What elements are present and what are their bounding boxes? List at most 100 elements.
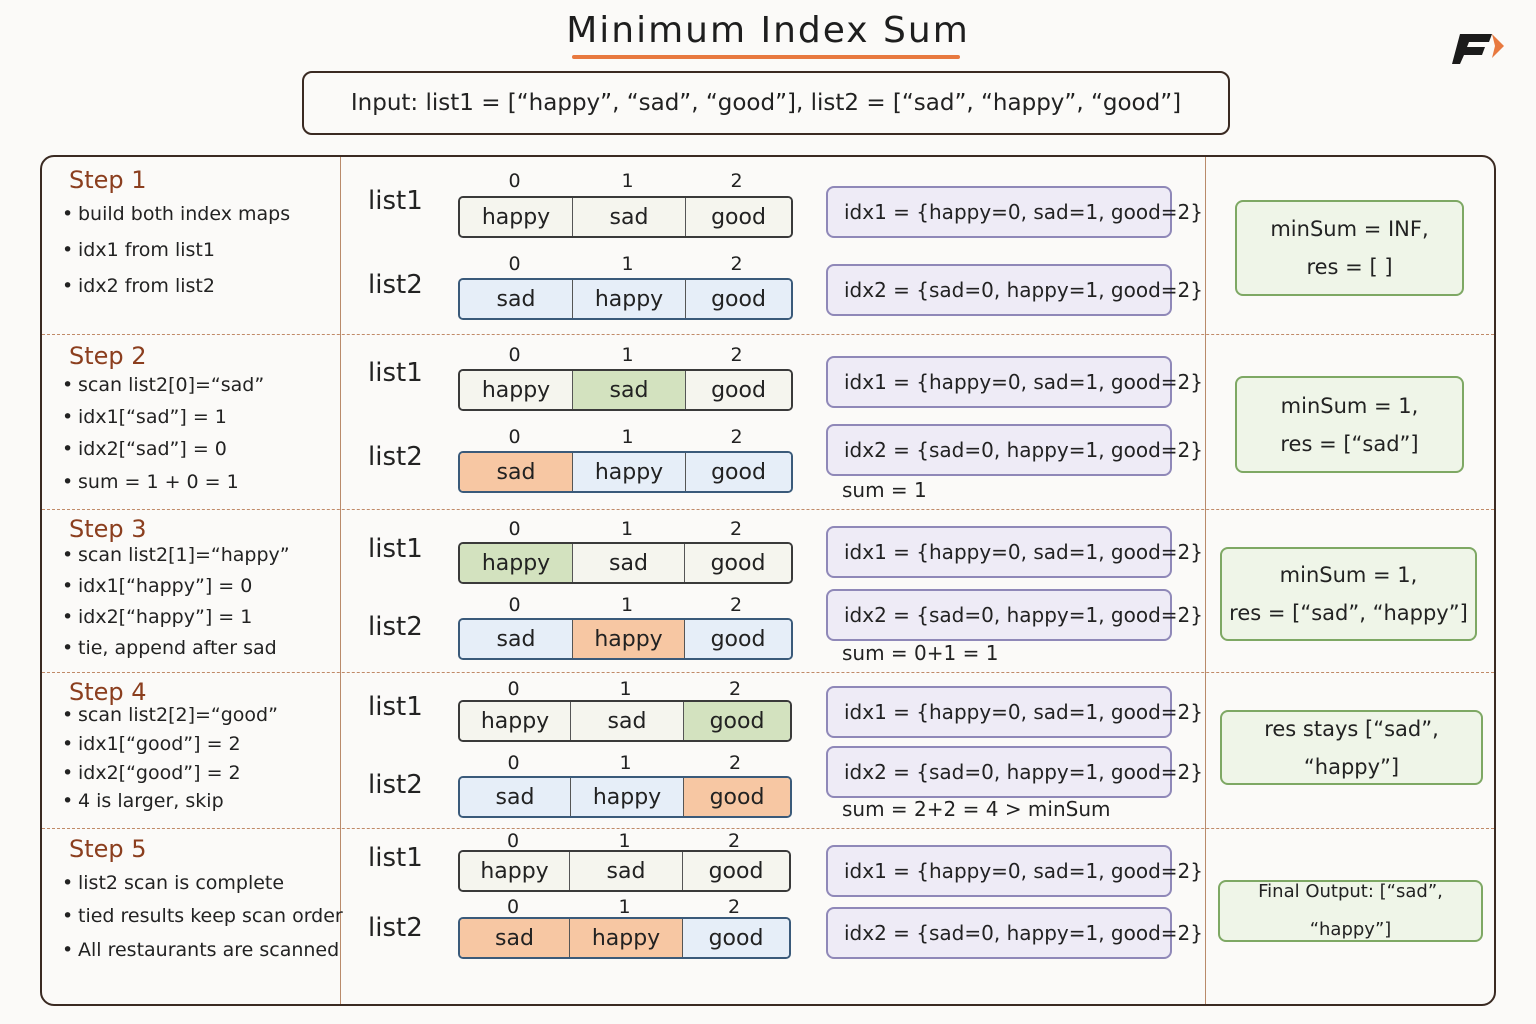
step-bullet: •idx2 from list2 bbox=[62, 275, 215, 297]
bullet-dot: • bbox=[62, 471, 74, 493]
bullet-text: list2 scan is complete bbox=[78, 872, 285, 894]
list2-label: list2 bbox=[368, 770, 423, 800]
step-bullet: •idx1[“sad”] = 1 bbox=[62, 406, 227, 428]
step-bullet: •tied results keep scan order bbox=[62, 905, 343, 927]
step-bullet: •scan list2[1]=“happy” bbox=[62, 544, 290, 566]
idx1-map-box: idx1 = {happy=0, sad=1, good=2} bbox=[826, 186, 1203, 238]
index-label: 1 bbox=[621, 170, 634, 192]
bullet-text: All restaurants are scanned bbox=[78, 939, 340, 961]
bullet-text: idx1[“sad”] = 1 bbox=[78, 406, 227, 428]
bullet-text: scan list2[2]=“good” bbox=[78, 704, 278, 726]
list2-cell: sad bbox=[460, 280, 573, 318]
row-divider bbox=[42, 672, 1494, 673]
bullet-text: idx2[“good”] = 2 bbox=[78, 762, 241, 784]
step-bullet: •idx2[“happy”] = 1 bbox=[62, 606, 252, 628]
bullet-text: idx2[“happy”] = 1 bbox=[78, 606, 253, 628]
idx2-map-box: idx2 = {sad=0, happy=1, good=2} bbox=[826, 264, 1203, 316]
list2-cell: sad bbox=[460, 453, 573, 491]
step-bullet: •build both index maps bbox=[62, 203, 290, 225]
step-bullet: •idx1[“happy”] = 0 bbox=[62, 575, 252, 597]
bullet-dot: • bbox=[62, 374, 74, 396]
bullet-dot: • bbox=[62, 905, 74, 927]
idx1-map-box: idx1 = {happy=0, sad=1, good=2} bbox=[826, 526, 1203, 578]
brand-logo-icon bbox=[1452, 34, 1504, 64]
idx2-map-box: idx2 = {sad=0, happy=1, good=2} bbox=[826, 907, 1203, 959]
index-label: 0 bbox=[508, 170, 521, 192]
list1-cell: sad bbox=[573, 371, 686, 409]
idx2-map-box: idx2 = {sad=0, happy=1, good=2} bbox=[826, 424, 1203, 476]
list2-cell: sad bbox=[460, 919, 570, 957]
index-label: 0 bbox=[508, 426, 521, 448]
bullet-text: idx2[“sad”] = 0 bbox=[78, 438, 227, 460]
index-label: 0 bbox=[507, 678, 520, 700]
list2-cell: good bbox=[685, 620, 791, 658]
index-label: 2 bbox=[730, 344, 743, 366]
index-label: 1 bbox=[620, 594, 634, 616]
index-label: 2 bbox=[730, 253, 743, 275]
index-label: 2 bbox=[728, 678, 742, 700]
list1-cell: good bbox=[683, 852, 789, 890]
bullet-text: idx1 from list1 bbox=[78, 239, 215, 261]
result-line: res = [ ] bbox=[1306, 255, 1393, 279]
index-label: 0 bbox=[508, 518, 521, 540]
bullet-dot: • bbox=[62, 790, 74, 812]
bullet-dot: • bbox=[62, 704, 74, 726]
step-bullet: •scan list2[2]=“good” bbox=[62, 704, 278, 726]
bullet-text: scan list2[1]=“happy” bbox=[78, 544, 290, 566]
result-box: minSum = INF,res = [ ] bbox=[1235, 200, 1464, 296]
list1-cell: good bbox=[685, 544, 791, 582]
result-box: Final Output: [“sad”, “happy”] bbox=[1218, 880, 1483, 942]
list2-label: list2 bbox=[368, 913, 423, 943]
index-label: 1 bbox=[619, 678, 632, 700]
index-label: 0 bbox=[506, 896, 520, 918]
list1-label: list1 bbox=[368, 843, 423, 873]
bullet-text: sum = 1 + 0 = 1 bbox=[78, 471, 239, 493]
list1-label: list1 bbox=[368, 358, 423, 388]
index-label: 1 bbox=[618, 830, 631, 852]
bullet-dot: • bbox=[62, 406, 74, 428]
index-label: 2 bbox=[730, 426, 743, 448]
bullet-dot: • bbox=[62, 939, 74, 961]
bullet-dot: • bbox=[62, 239, 74, 261]
step-bullet: •idx2[“good”] = 2 bbox=[62, 762, 241, 784]
result-line: Final Output: [“sad”, “happy”] bbox=[1258, 881, 1443, 940]
index-label: 1 bbox=[618, 896, 631, 918]
step-title: Step 3 bbox=[69, 515, 147, 543]
sum-text: sum = 0+1 = 1 bbox=[842, 641, 999, 665]
list2-cell: good bbox=[684, 778, 790, 816]
index-label: 0 bbox=[506, 830, 520, 852]
step-title: Step 2 bbox=[69, 342, 147, 370]
list2-cell: sad bbox=[460, 620, 573, 658]
title-underline bbox=[572, 55, 960, 59]
result-line: minSum = 1, bbox=[1279, 563, 1418, 587]
list1-cell: happy bbox=[460, 371, 573, 409]
list1-cell: happy bbox=[460, 852, 570, 890]
step-bullet: •idx1 from list1 bbox=[62, 239, 215, 261]
step-bullet: •list2 scan is complete bbox=[62, 872, 284, 894]
bullet-dot: • bbox=[62, 203, 74, 225]
result-box: minSum = 1,res = [“sad”, “happy”] bbox=[1220, 547, 1477, 641]
index-label: 0 bbox=[507, 752, 520, 774]
bullet-dot: • bbox=[62, 733, 74, 755]
steps-table bbox=[40, 155, 1496, 1006]
list1-cell: good bbox=[684, 702, 790, 740]
index-label: 2 bbox=[729, 518, 743, 540]
list2-cell: happy bbox=[573, 453, 686, 491]
row-divider bbox=[42, 828, 1494, 829]
row-divider bbox=[42, 334, 1494, 335]
list1-cell: sad bbox=[571, 702, 684, 740]
index-label: 0 bbox=[508, 253, 521, 275]
index-label: 2 bbox=[728, 752, 742, 774]
sum-text: sum = 2+2 = 4 > minSum bbox=[842, 797, 1111, 821]
bullet-text: tied results keep scan order bbox=[78, 905, 343, 927]
idx1-map-box: idx1 = {happy=0, sad=1, good=2} bbox=[826, 356, 1203, 408]
index-label: 1 bbox=[621, 344, 634, 366]
bullet-dot: • bbox=[62, 438, 74, 460]
index-label: 2 bbox=[729, 594, 743, 616]
result-box: minSum = 1,res = [“sad”] bbox=[1235, 376, 1464, 473]
bullet-text: build both index maps bbox=[78, 203, 291, 225]
